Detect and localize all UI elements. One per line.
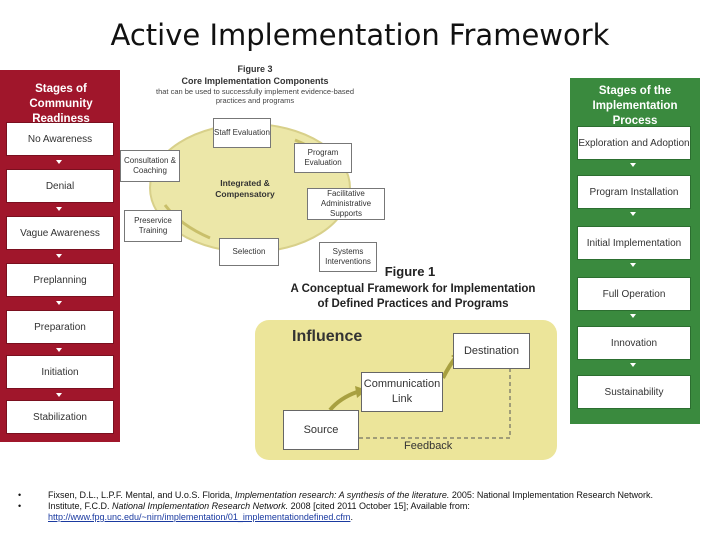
readiness-stage-initiation: Initiation: [6, 355, 114, 389]
arrow-down-icon: [630, 212, 636, 216]
figure1-title: A Conceptual Framework for Implementatio…: [290, 283, 536, 310]
readiness-header: Stages of Community Readiness: [29, 83, 93, 125]
process-stage-exploration: Exploration and Adoption: [577, 126, 691, 160]
component-preservice-training: Preservice Training: [124, 210, 182, 242]
ref-publisher: 2005: National Implementation Research N…: [449, 490, 653, 500]
arrow-down-icon: [56, 348, 62, 352]
readiness-stage-preplanning: Preplanning: [6, 263, 114, 297]
ref-title: National Implementation Research Network…: [112, 501, 289, 511]
process-stage-installation: Program Installation: [577, 175, 691, 209]
integrated-compensatory-label: Integrated & Compensatory: [215, 178, 275, 199]
reference-item: • Institute, F.C.D. National Implementat…: [18, 501, 708, 523]
readiness-stage-vague-awareness: Vague Awareness: [6, 216, 114, 250]
reference-link[interactable]: http://www.fpg.unc.edu/~nirn/implementat…: [48, 512, 351, 522]
component-selection: Selection: [219, 238, 279, 266]
communication-link-node: Communication Link: [361, 372, 443, 412]
process-header: Stages of the Implementation Process: [592, 85, 678, 127]
figure1-label: Figure 1: [384, 264, 436, 279]
process-stage-innovation: Innovation: [577, 326, 691, 360]
readiness-stage-no-awareness: No Awareness: [6, 122, 114, 156]
slide-title: Active Implementation Framework: [110, 18, 610, 52]
destination-node: Destination: [453, 333, 530, 369]
ref-citation: 2008 [cited 2011 October 15]; Available …: [288, 501, 470, 511]
figure3-label: Figure 3: [237, 64, 273, 74]
readiness-stage-preparation: Preparation: [6, 310, 114, 344]
ref-title: Implementation research: A synthesis of …: [234, 490, 450, 500]
arrow-down-icon: [56, 160, 62, 164]
flow-arrow: [328, 390, 358, 412]
bullet: •: [18, 501, 22, 511]
component-systems-interventions: Systems Interventions: [319, 242, 377, 272]
ref-authors: Fixsen, D.L., L.P.F. Mental, and U.o.S. …: [48, 490, 235, 500]
process-stage-sustainability: Sustainability: [577, 375, 691, 409]
process-stage-full-operation: Full Operation: [577, 277, 691, 311]
arrow-down-icon: [630, 263, 636, 267]
feedback-label: Feedback: [404, 440, 453, 452]
influence-label: Influence: [292, 328, 363, 345]
references: • Fixsen, D.L., L.P.F. Mental, and U.o.S…: [18, 490, 708, 523]
component-staff-evaluation: Staff Evaluation: [213, 118, 271, 148]
component-facilitative-supports: Facilitative Administrative Supports: [307, 188, 385, 220]
cycle-arrow: [163, 204, 211, 240]
readiness-stage-denial: Denial: [6, 169, 114, 203]
arrow-down-icon: [56, 207, 62, 211]
reference-text: Institute, F.C.D. National Implementatio…: [48, 501, 708, 523]
reference-text: Fixsen, D.L., L.P.F. Mental, and U.o.S. …: [48, 490, 708, 501]
component-program-evaluation: Program Evaluation: [294, 143, 352, 173]
reference-item: • Fixsen, D.L., L.P.F. Mental, and U.o.S…: [18, 490, 708, 501]
process-stage-initial-implementation: Initial Implementation: [577, 226, 691, 260]
component-consultation-coaching: Consultation & Coaching: [120, 150, 180, 182]
arrow-down-icon: [630, 314, 636, 318]
ref-end: .: [350, 512, 353, 522]
readiness-stage-stabilization: Stabilization: [6, 400, 114, 434]
arrow-down-icon: [56, 254, 62, 258]
arrow-down-icon: [630, 363, 636, 367]
arrow-down-icon: [56, 393, 62, 397]
figure3-subtitle: that can be used to successfully impleme…: [155, 87, 355, 105]
figure3-title: Core Implementation Components: [181, 76, 329, 86]
ref-authors: Institute, F.C.D.: [48, 501, 113, 511]
bullet: •: [18, 490, 22, 500]
arrow-down-icon: [630, 163, 636, 167]
arrow-down-icon: [56, 301, 62, 305]
source-node: Source: [283, 410, 359, 450]
